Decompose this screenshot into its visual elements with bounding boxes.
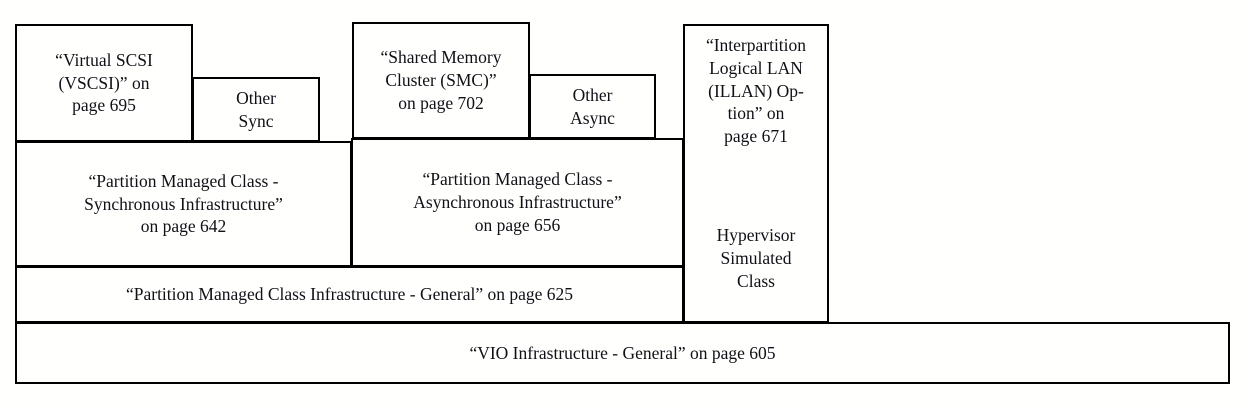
box-partition-managed-class-infrastructure-general[interactable]: “Partition Managed Class Infrastructure …: [15, 266, 684, 323]
box-other-async[interactable]: Other Async: [529, 74, 656, 139]
box-other-sync-label: Other Sync: [236, 87, 276, 131]
box-shared-memory-cluster[interactable]: “Shared Memory Cluster (SMC)” on page 70…: [352, 22, 530, 139]
box-shared-memory-cluster-label: “Shared Memory Cluster (SMC)” on page 70…: [380, 47, 502, 113]
box-partition-managed-class-asynchronous-label: “Partition Managed Class - Asynchronous …: [413, 169, 622, 235]
box-partition-managed-class-synchronous[interactable]: “Partition Managed Class - Synchronous I…: [15, 141, 352, 267]
box-other-async-label: Other Async: [570, 84, 615, 128]
box-interpartition-logical-lan[interactable]: “Interpartition Logical LAN (ILLAN) Op- …: [683, 24, 829, 323]
box-partition-managed-class-infrastructure-general-label: “Partition Managed Class Infrastructure …: [125, 284, 574, 305]
box-hypervisor-simulated-class-label: Hypervisor Simulated Class: [716, 225, 796, 291]
box-partition-managed-class-synchronous-label: “Partition Managed Class - Synchronous I…: [84, 170, 283, 237]
box-vio-infrastructure-general-label: “VIO Infrastructure - General” on page 6…: [469, 342, 776, 363]
box-virtual-scsi-label: “Virtual SCSI (VSCSI)” on page 695: [55, 49, 153, 116]
box-partition-managed-class-asynchronous[interactable]: “Partition Managed Class - Asynchronous …: [351, 138, 684, 267]
box-vio-infrastructure-general[interactable]: “VIO Infrastructure - General” on page 6…: [15, 322, 1230, 384]
box-other-sync[interactable]: Other Sync: [192, 77, 320, 142]
box-interpartition-logical-lan-label: “Interpartition Logical LAN (ILLAN) Op- …: [705, 35, 807, 146]
box-virtual-scsi[interactable]: “Virtual SCSI (VSCSI)” on page 695: [15, 24, 193, 142]
